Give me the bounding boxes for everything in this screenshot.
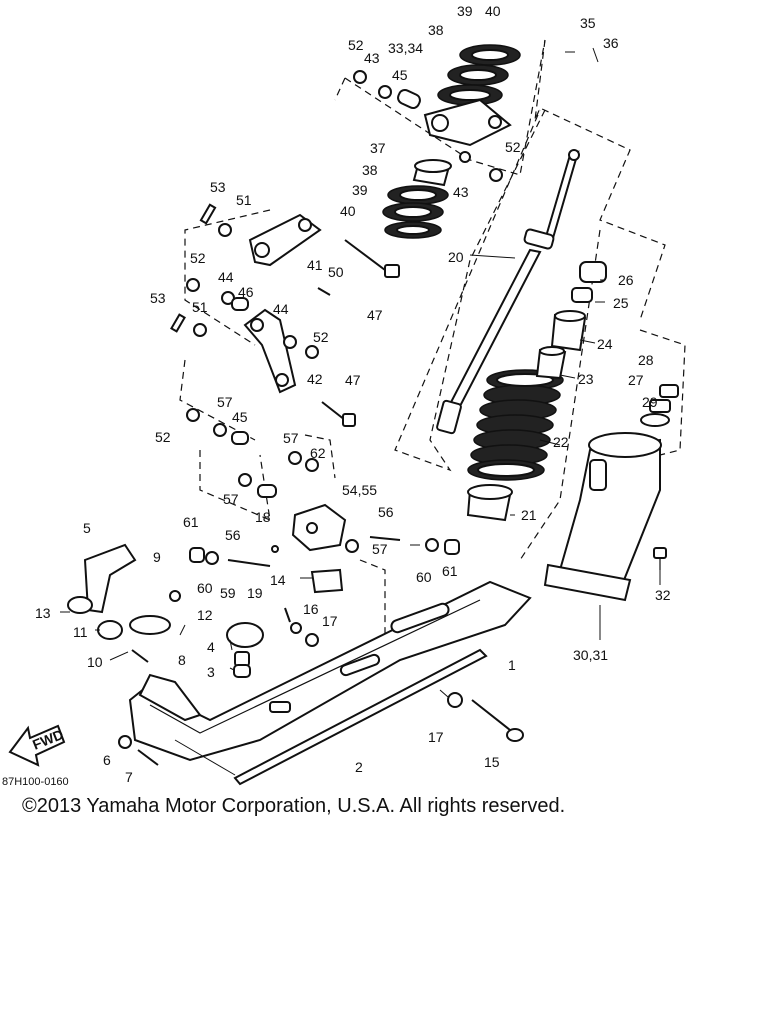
- callout: 17: [322, 613, 338, 629]
- callout: 22: [553, 434, 569, 450]
- callout: 56: [378, 504, 394, 520]
- callout: 39: [352, 182, 368, 198]
- callout: 52: [190, 250, 206, 266]
- callout: 24: [597, 336, 613, 352]
- callout: 18: [255, 509, 271, 525]
- callout: 26: [618, 272, 634, 288]
- callout: 14: [270, 572, 286, 588]
- callout: 52: [348, 37, 364, 53]
- callout: 25: [613, 295, 629, 311]
- callout: 40: [485, 3, 501, 19]
- reference-code: 87H100-0160: [2, 776, 69, 788]
- callout: 30,31: [573, 647, 608, 663]
- callout: 10: [87, 654, 103, 670]
- callout: 2: [355, 759, 363, 775]
- callout: 11: [73, 624, 88, 640]
- callout: 51: [192, 299, 208, 315]
- callout: 57: [217, 394, 233, 410]
- callout: 8: [178, 652, 186, 668]
- callout: 39: [457, 3, 473, 19]
- callout: 38: [428, 22, 444, 38]
- callout: 57: [283, 430, 299, 446]
- callout: 56: [225, 527, 241, 543]
- callout: 33,34: [388, 40, 423, 56]
- callout: 37: [370, 140, 386, 156]
- callout: 60: [416, 569, 432, 585]
- callout: 12: [197, 607, 213, 623]
- callout: 46: [238, 284, 254, 300]
- parts-diagram: FWD 1 2 3 4 5 6 7 8 9 10 11 12 13 14 15 …: [2, 3, 686, 788]
- callout: 16: [303, 601, 319, 617]
- callout: 61: [183, 514, 199, 530]
- callout: 59: [220, 585, 236, 601]
- callout: 32: [655, 587, 671, 603]
- callout: 5: [83, 520, 91, 536]
- callout: 7: [125, 769, 133, 785]
- callout: 40: [340, 203, 356, 219]
- callout: 19: [247, 585, 263, 601]
- callout: 45: [392, 67, 408, 83]
- ski-handle: [67, 543, 181, 766]
- callout: 62: [310, 445, 326, 461]
- callout: 9: [153, 549, 161, 565]
- callouts: 1 2 3 4 5 6 7 8 9 10 11 12 13 14 15 16 1…: [35, 3, 671, 785]
- callout: 21: [521, 507, 537, 523]
- callout: 13: [35, 605, 51, 621]
- callout: 42: [307, 371, 323, 387]
- callout: 50: [328, 264, 344, 280]
- callout: 6: [103, 752, 111, 768]
- callout: 54,55: [342, 482, 377, 498]
- callout: 36: [603, 35, 619, 51]
- callout: 1: [508, 657, 516, 673]
- callout: 44: [218, 269, 234, 285]
- callout: 28: [638, 352, 654, 368]
- callout: 61: [442, 563, 458, 579]
- links-and-arms: [170, 203, 400, 498]
- copyright-notice: ©2013 Yamaha Motor Corporation, U.S.A. A…: [22, 795, 566, 817]
- group-boundaries: [179, 39, 686, 640]
- callout: 52: [155, 429, 171, 445]
- callout: 47: [367, 307, 383, 323]
- callout: 47: [345, 372, 361, 388]
- callout: 44: [273, 301, 289, 317]
- callout: 57: [223, 491, 239, 507]
- callout: 52: [505, 139, 521, 155]
- ski: [128, 568, 532, 786]
- callout: 51: [236, 192, 252, 208]
- callout: 29: [642, 394, 658, 410]
- callout: 41: [307, 257, 323, 273]
- callout: 20: [448, 249, 464, 265]
- callout: 52: [313, 329, 329, 345]
- callout: 43: [364, 50, 380, 66]
- callout: 3: [207, 664, 215, 680]
- callout: 4: [207, 639, 215, 655]
- callout: 23: [578, 371, 594, 387]
- callout: 53: [210, 179, 226, 195]
- callout: 43: [453, 184, 469, 200]
- callout: 17: [428, 729, 444, 745]
- upper-bracket: [353, 44, 521, 239]
- callout: 53: [150, 290, 166, 306]
- reservoir-tank: [543, 384, 679, 602]
- forward-arrow-icon: FWD: [8, 724, 66, 767]
- callout: 57: [372, 541, 388, 557]
- spring: [467, 369, 564, 481]
- leader-lines: [60, 47, 661, 776]
- callout: 45: [232, 409, 248, 425]
- callout: 60: [197, 580, 213, 596]
- callout: 38: [362, 162, 378, 178]
- callout: 35: [580, 15, 596, 31]
- callout: 27: [628, 372, 644, 388]
- shock-absorber: [436, 149, 607, 522]
- pivot-block: [189, 503, 460, 567]
- callout: 15: [484, 754, 500, 770]
